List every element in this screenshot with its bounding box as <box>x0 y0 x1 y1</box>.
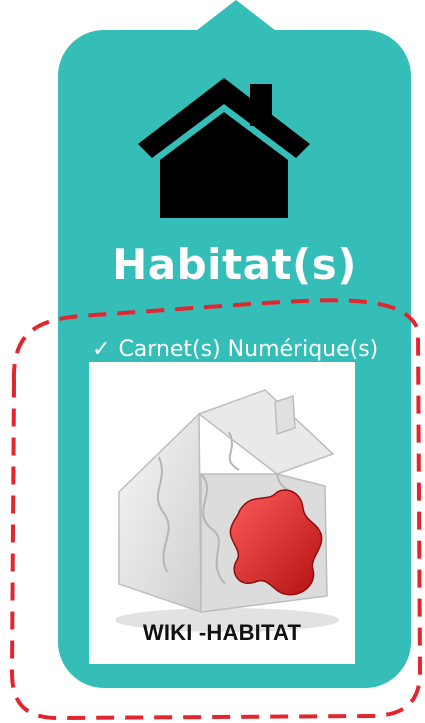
list-item-label: Carnet(s) Numérique(s) <box>118 337 379 362</box>
house-icon <box>138 78 310 218</box>
wiki-habitat-image[interactable]: WIKI -HABITAT <box>89 362 355 664</box>
panel-title: Habitat(s) <box>112 240 357 289</box>
list-item[interactable]: ✓ Carnet(s) Numérique(s) <box>92 336 378 364</box>
puzzle-house-icon <box>115 389 339 632</box>
panel-tab-pointer <box>192 0 280 34</box>
image-caption: WIKI -HABITAT <box>142 620 302 645</box>
checkmark-icon: ✓ <box>92 337 111 362</box>
